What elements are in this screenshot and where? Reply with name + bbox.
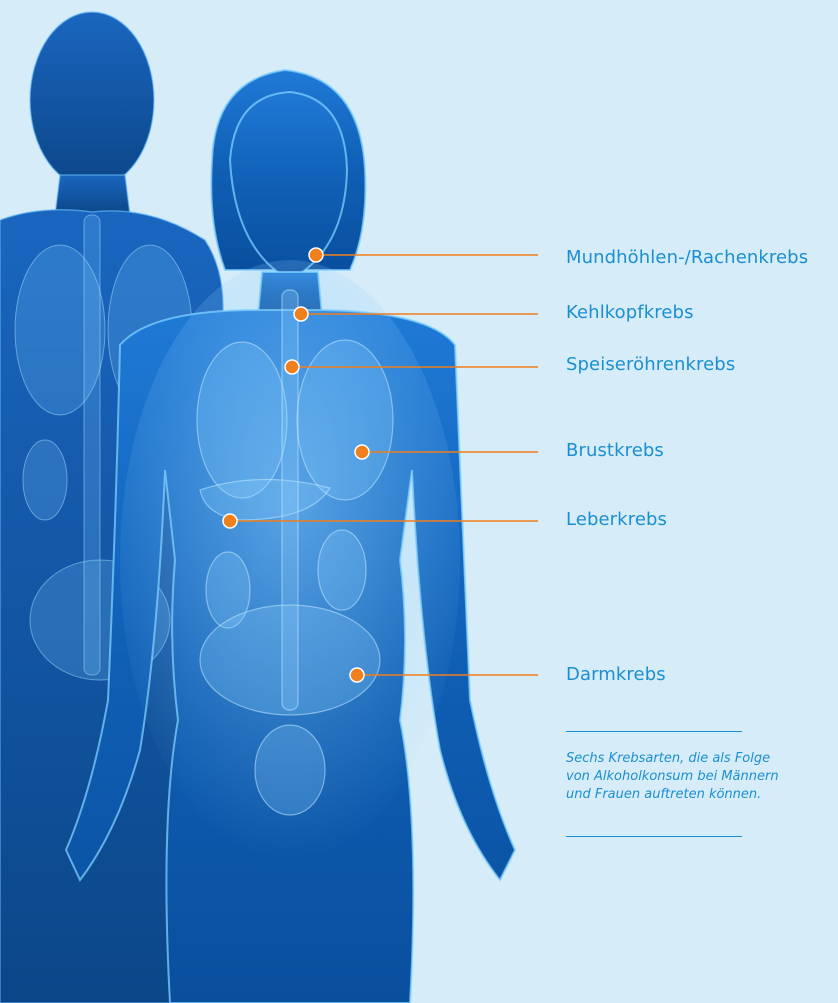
marker-esophagus — [285, 360, 299, 374]
label-breast-cancer: Brustkrebs — [566, 440, 664, 461]
caption-bottom-rule — [566, 836, 742, 837]
marker-larynx — [294, 307, 308, 321]
label-mouth-throat-cancer: Mundhöhlen-/Rachenkrebs — [566, 247, 808, 268]
caption-top-rule — [566, 731, 742, 732]
label-colon-cancer: Darmkrebs — [566, 664, 666, 685]
caption-text: Sechs Krebsarten, die als Folge von Alko… — [566, 750, 786, 804]
label-larynx-cancer: Kehlkopfkrebs — [566, 302, 694, 323]
marker-breast — [355, 445, 369, 459]
marker-colon — [350, 668, 364, 682]
label-liver-cancer: Leberkrebs — [566, 509, 667, 530]
label-esophagus-cancer: Speiseröhrenkrebs — [566, 354, 735, 375]
marker-mouth — [309, 248, 323, 262]
marker-liver — [223, 514, 237, 528]
